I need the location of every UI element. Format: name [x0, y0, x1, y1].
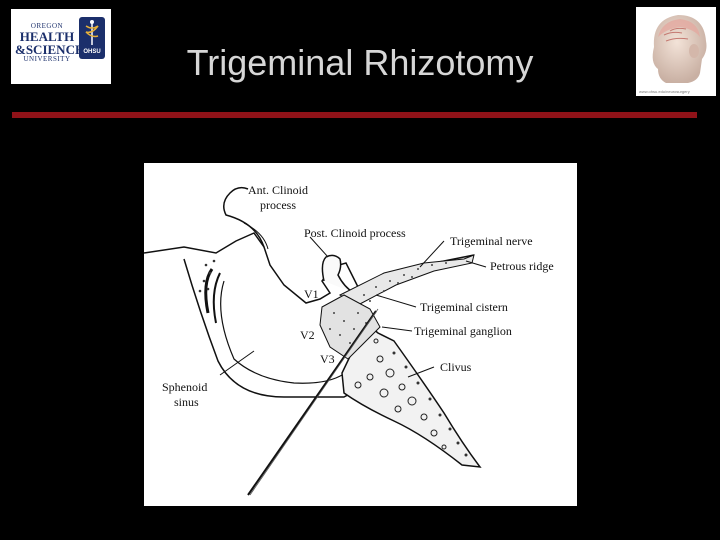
label-trigeminal-ganglion: Trigeminal ganglion — [414, 324, 512, 338]
head-profile-icon — [652, 15, 707, 83]
label-sphenoid-sinus: sinus — [174, 395, 199, 409]
label-v3: V3 — [320, 352, 335, 366]
ohsu-logo: OREGON HEALTH &SCIENCE UNIVERSITY OHSU — [11, 9, 111, 84]
label-v2: V2 — [300, 328, 315, 342]
title-divider — [12, 112, 697, 118]
ohsu-wordmark: OREGON HEALTH &SCIENCE UNIVERSITY — [15, 22, 84, 63]
badge-label: OHSU — [83, 49, 101, 55]
logo-line-oregon: OREGON — [30, 22, 64, 30]
caduceus-icon — [85, 20, 99, 45]
page-title: Trigeminal Rhizotomy — [186, 42, 534, 83]
label-trigeminal-nerve: Trigeminal nerve — [450, 234, 533, 248]
ohsu-badge-icon: OHSU — [79, 17, 105, 59]
trigeminal-diagram: Ant. Clinoid process Post. Clinoid proce… — [144, 183, 554, 496]
label-ant-clinoid-process: process — [260, 198, 296, 212]
label-trigeminal-cistern: Trigeminal cistern — [420, 300, 508, 314]
label-clivus: Clivus — [440, 360, 472, 374]
anatomy-figure: Ant. Clinoid process Post. Clinoid proce… — [144, 163, 577, 506]
logo-line-university: UNIVERSITY — [23, 55, 71, 63]
label-v1: V1 — [304, 287, 319, 301]
label-post-clinoid: Post. Clinoid process — [304, 226, 406, 240]
label-ant-clinoid: Ant. Clinoid — [248, 183, 308, 197]
logo-line-science: &SCIENCE — [15, 42, 84, 57]
image-caption: www.ohsu.edu/neurosurgery — [639, 89, 690, 94]
label-petrous-ridge: Petrous ridge — [490, 259, 554, 273]
logo-line-health: HEALTH — [19, 29, 75, 44]
head-illustration: www.ohsu.edu/neurosurgery — [636, 7, 716, 96]
label-sphenoid: Sphenoid — [162, 380, 207, 394]
